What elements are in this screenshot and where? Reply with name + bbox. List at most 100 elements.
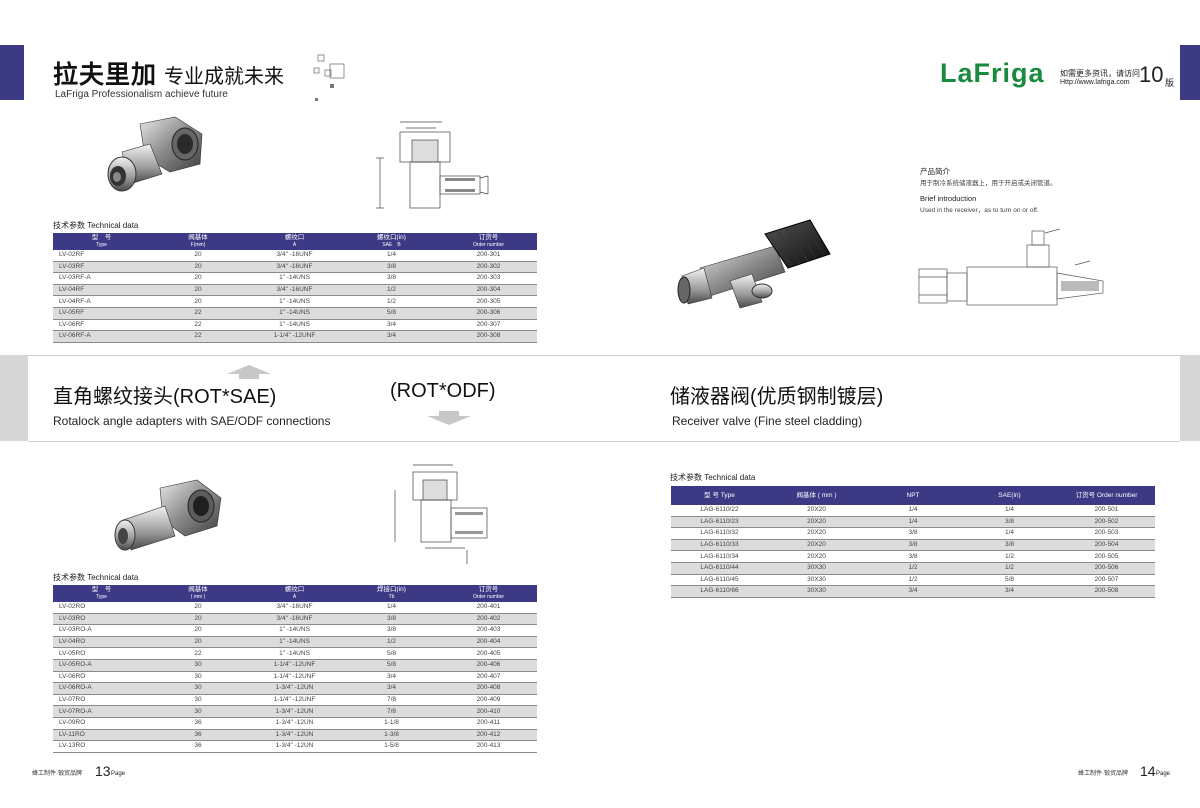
table-cell: 3/8 bbox=[961, 539, 1058, 552]
receiver-valve-drawing bbox=[918, 228, 1104, 306]
table-cell: LAG-6110/45 bbox=[671, 574, 768, 587]
receiver-valve-photo bbox=[677, 219, 831, 309]
decorative-squares-icon bbox=[313, 54, 345, 101]
footer-right-page-num: 14 bbox=[1140, 763, 1156, 779]
header-cn: 螺纹口 bbox=[284, 586, 305, 593]
header-en: Tb bbox=[388, 593, 395, 600]
table-cell: 3/4 bbox=[343, 671, 440, 684]
table-cell: 20 bbox=[150, 613, 246, 626]
table-cell: 200-302 bbox=[440, 261, 537, 274]
header-en: A bbox=[292, 241, 297, 248]
table-cell: LV-02RF bbox=[53, 250, 150, 262]
table-cell: 200-411 bbox=[440, 717, 537, 730]
edition-number: 10 bbox=[1139, 62, 1164, 87]
table-cell: 3/4" -16UNF bbox=[246, 613, 343, 626]
header-cn: 订货号 bbox=[478, 234, 499, 241]
logo-text: LaFriga bbox=[940, 58, 1045, 88]
table-cell: LV-06RO-A bbox=[53, 682, 150, 695]
table-cell: 200-308 bbox=[440, 330, 537, 343]
section-title-odf: (ROT*ODF) bbox=[390, 380, 496, 402]
edition-suffix: 版 bbox=[1165, 78, 1175, 88]
table-cell: 200-307 bbox=[440, 319, 537, 332]
header-en: Order number bbox=[472, 593, 505, 600]
table-header-cell: 螺纹口(in)SAE B bbox=[343, 233, 440, 250]
table-cell: LV-03RO bbox=[53, 613, 150, 626]
header-cn: 订货号 bbox=[478, 586, 499, 593]
table-cell: 1-1/4" -12UNF bbox=[246, 671, 343, 684]
table-cell: 20 bbox=[150, 261, 246, 274]
header-en: Order number bbox=[472, 241, 505, 248]
table-cell: LV-04RO bbox=[53, 636, 150, 649]
band-top-rule bbox=[28, 355, 1180, 356]
intro-text-cn: 用于制冷系统储液器上，用于开启或关闭管道。 bbox=[920, 180, 1057, 187]
table-cell: LAG-6110/33 bbox=[671, 539, 768, 552]
intro-text-en: Used in the receiver，as to turn on or of… bbox=[920, 207, 1039, 214]
table-cell: LV-11RO bbox=[53, 729, 150, 742]
table-header-cell: 型 号 Type bbox=[671, 486, 768, 505]
table-cell: LV-04RF-A bbox=[53, 295, 150, 308]
table-cell: 30 bbox=[150, 694, 246, 707]
table-cell: 3/8 bbox=[865, 527, 961, 540]
table-cell: 1/2 bbox=[343, 295, 440, 308]
table-header-cell: 阀基体( mm ) bbox=[150, 585, 246, 602]
band-bottom-rule bbox=[28, 441, 1180, 442]
table-cell: 30 bbox=[150, 705, 246, 718]
table-cell: 1-1/8 bbox=[343, 717, 440, 730]
table-header-cell: SAE(in) bbox=[961, 486, 1058, 505]
table-cell: 1/4 bbox=[343, 602, 440, 614]
table-cell: 5/8 bbox=[343, 659, 440, 672]
table-cell: LV-04RF bbox=[53, 284, 150, 297]
table-cell: 1-3/8 bbox=[343, 729, 440, 742]
table-cell: 1" -14UNS bbox=[246, 319, 343, 332]
section-title-angle-adapters: 直角螺纹接头(ROT*SAE) bbox=[53, 386, 277, 408]
table-cell: 3/8 bbox=[343, 272, 440, 285]
table-cell: 200-301 bbox=[440, 250, 537, 262]
table-cell: 3/4 bbox=[961, 585, 1058, 598]
table-cell: 1" -14UNS bbox=[246, 295, 343, 308]
sae-technical-drawing bbox=[376, 121, 489, 209]
brand-title-bold: 拉夫里加 bbox=[53, 61, 158, 89]
table-cell: 1-5/8 bbox=[343, 740, 440, 753]
table-header-cell: 阀基体 ( mm ) bbox=[768, 486, 865, 505]
arrow-down-icon bbox=[427, 411, 471, 425]
header-url[interactable]: Http://www.lafriga.com bbox=[1060, 79, 1130, 86]
header-en: SAE B bbox=[382, 241, 401, 248]
table-cell: 200-507 bbox=[1058, 574, 1155, 587]
section-title-receiver-valve: 储液器阀(优质钢制镀层) bbox=[670, 386, 884, 408]
table-cell: 36 bbox=[150, 717, 246, 730]
left-edge-tab bbox=[0, 45, 24, 100]
odf-technical-drawing bbox=[394, 464, 488, 564]
table-cell: LV-03RF bbox=[53, 261, 150, 274]
table-cell: 200-412 bbox=[440, 729, 537, 742]
table-cell: 200-502 bbox=[1058, 516, 1155, 529]
table-cell: 7/8 bbox=[343, 705, 440, 718]
table-cell: 22 bbox=[150, 307, 246, 320]
footer-right-page-word: Page bbox=[1156, 771, 1171, 777]
table-cell: 1/2 bbox=[961, 550, 1058, 563]
table-cell: 1-3/4" -12UN bbox=[246, 717, 343, 730]
table-cell: 20 bbox=[150, 295, 246, 308]
table-cell: 36 bbox=[150, 729, 246, 742]
table-cell: 3/8 bbox=[961, 516, 1058, 529]
table-cell: 200-408 bbox=[440, 682, 537, 695]
lafriga-logo: LaFriga bbox=[940, 58, 1045, 89]
table-cell: 200-506 bbox=[1058, 562, 1155, 575]
header-cn: 阀基体 bbox=[188, 234, 208, 241]
tech-label-sae: 技术参数 Technical data bbox=[53, 221, 139, 230]
table-cell: 7/8 bbox=[343, 694, 440, 707]
